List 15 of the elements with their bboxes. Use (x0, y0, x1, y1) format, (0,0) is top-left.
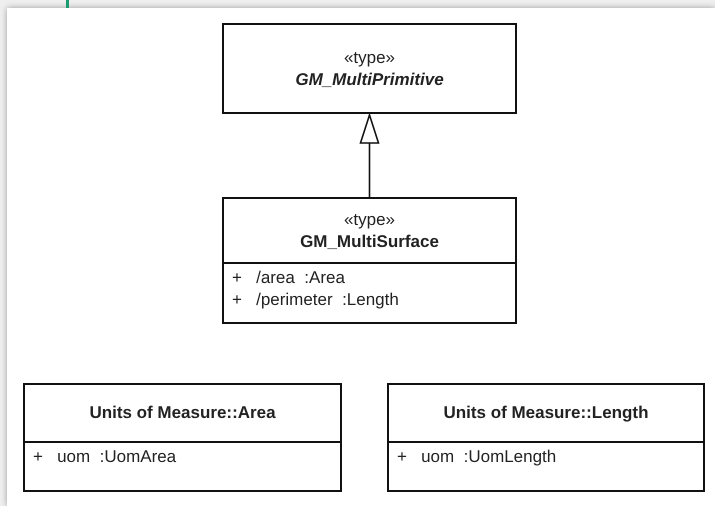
class-name: GM_MultiSurface (299, 230, 440, 252)
attribute-text: + uom :UomLength (397, 446, 558, 468)
class-box (222, 197, 517, 324)
class-name: Units of Measure::Length (442, 402, 650, 424)
generalization-arrow (360, 114, 380, 197)
class-box (23, 383, 342, 492)
stereotype-label: «type» (342, 208, 396, 230)
class-box (387, 383, 705, 492)
class-name: GM_MultiPrimitive (294, 68, 445, 90)
class-name: Units of Measure::Area (88, 402, 277, 424)
attribute-text: + uom :UomArea (33, 446, 178, 468)
class-box (222, 23, 517, 114)
attribute-text: + /area :Area (232, 267, 346, 289)
stereotype-label: «type» (342, 46, 396, 68)
attribute-text: + /perimeter :Length (232, 289, 400, 311)
